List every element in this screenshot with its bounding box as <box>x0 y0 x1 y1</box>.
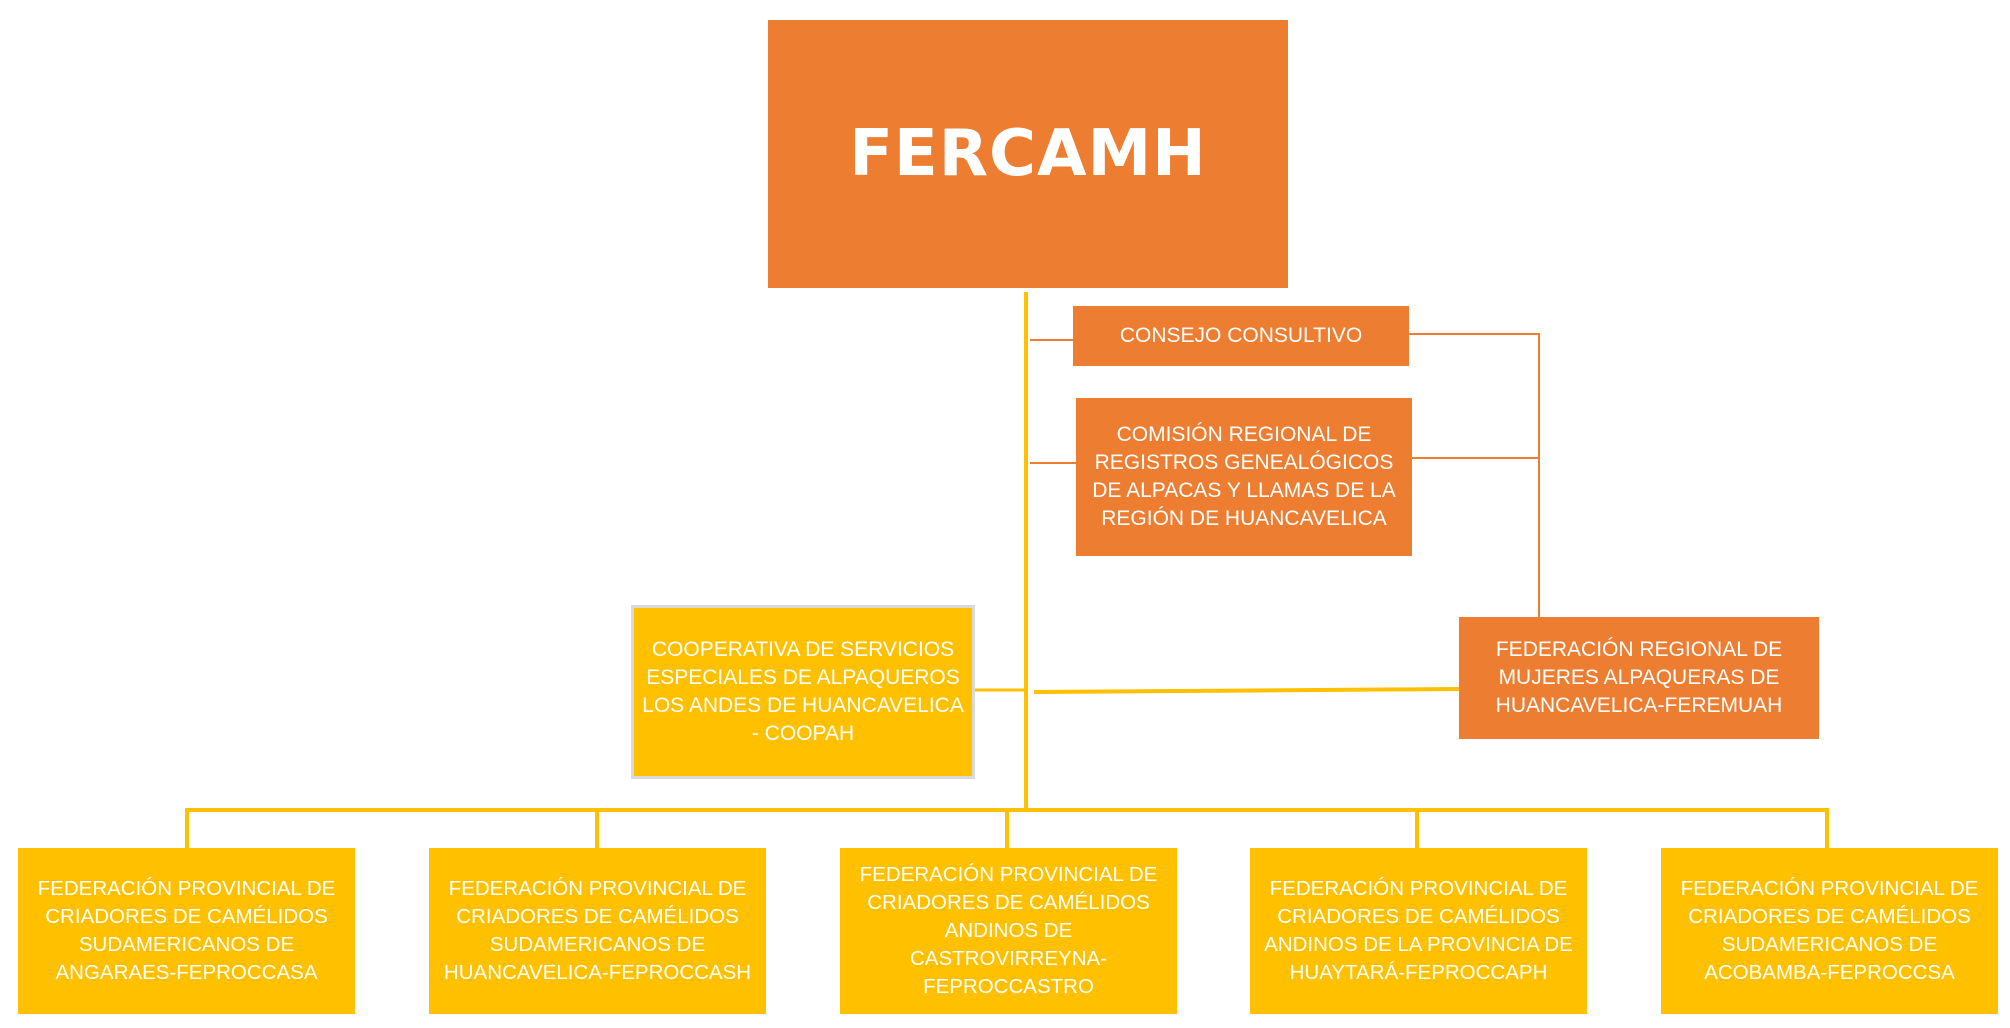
node-provincial-5-label: FEDERACIÓN PROVINCIAL DE CRIADORES DE CA… <box>1680 877 1979 984</box>
node-root-label: FERCAMH <box>849 117 1207 191</box>
node-federacion-mujeres-label: FEDERACIÓN REGIONAL DE MUJERES ALPAQUERA… <box>1495 638 1783 717</box>
node-provincial-4-label: FEDERACIÓN PROVINCIAL DE CRIADORES DE CA… <box>1264 877 1573 984</box>
node-cooperativa: COOPERATIVA DE SERVICIOS ESPECIALES DE A… <box>631 605 975 779</box>
node-consejo-label: CONSEJO CONSULTIVO <box>1119 324 1363 347</box>
node-provincial-1: FEDERACIÓN PROVINCIAL DE CRIADORES DE CA… <box>18 848 355 1014</box>
node-provincial-5: FEDERACIÓN PROVINCIAL DE CRIADORES DE CA… <box>1661 848 1998 1014</box>
node-federacion-mujeres: FEDERACIÓN REGIONAL DE MUJERES ALPAQUERA… <box>1459 617 1819 739</box>
node-consejo-consultivo: CONSEJO CONSULTIVO <box>1073 306 1409 366</box>
node-provincial-1-label: FEDERACIÓN PROVINCIAL DE CRIADORES DE CA… <box>37 877 336 984</box>
node-root: FERCAMH <box>768 20 1288 288</box>
node-comision-label: COMISIÓN REGIONAL DE REGISTROS GENEALÓGI… <box>1092 423 1396 530</box>
node-provincial-2: FEDERACIÓN PROVINCIAL DE CRIADORES DE CA… <box>429 848 766 1014</box>
node-provincial-3-label: FEDERACIÓN PROVINCIAL DE CRIADORES DE CA… <box>859 863 1158 998</box>
node-cooperativa-label: COOPERATIVA DE SERVICIOS ESPECIALES DE A… <box>642 638 964 745</box>
node-comision-regional: COMISIÓN REGIONAL DE REGISTROS GENEALÓGI… <box>1076 398 1412 556</box>
node-provincial-3: FEDERACIÓN PROVINCIAL DE CRIADORES DE CA… <box>840 848 1177 1014</box>
mujeres-branch-line <box>1033 687 1460 694</box>
node-provincial-2-label: FEDERACIÓN PROVINCIAL DE CRIADORES DE CA… <box>443 877 752 984</box>
node-provincial-4: FEDERACIÓN PROVINCIAL DE CRIADORES DE CA… <box>1250 848 1587 1014</box>
